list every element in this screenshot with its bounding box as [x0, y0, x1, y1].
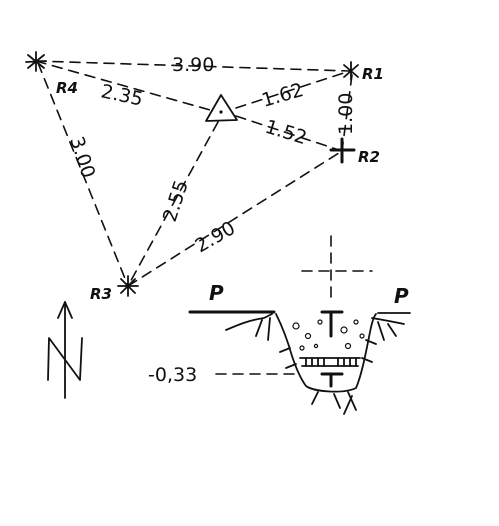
ground-left [225, 313, 273, 341]
pit-side-roots [279, 339, 377, 369]
point-r1: R1 [343, 61, 384, 83]
line-r4-r3 [37, 62, 129, 287]
fill-dot [292, 322, 300, 330]
survey-lines [35, 60, 353, 287]
point-r2-marker [329, 137, 356, 164]
point-r3-marker [117, 275, 139, 297]
point-r2-label: R2 [358, 148, 380, 166]
distance-r1-r2: 1.00 [335, 93, 357, 135]
distance-r4-station: 2.35 [99, 80, 145, 110]
ground-right [371, 317, 405, 341]
north-arrow-icon [47, 301, 83, 399]
point-r4-marker [25, 51, 47, 72]
point-r1-marker [343, 61, 359, 81]
point-r3: R3 [90, 275, 139, 303]
point-r4-label: R4 [56, 79, 78, 97]
post-top-marker [320, 310, 344, 338]
fill-dot [317, 319, 323, 325]
fill-dot [359, 333, 365, 339]
station-triangle [205, 94, 238, 122]
point-r4: R4 [25, 51, 78, 97]
section-label-left: P [209, 281, 224, 305]
post-bottom-marker [320, 372, 344, 388]
line-r4-station [35, 60, 211, 111]
line-station-r1 [235, 70, 351, 109]
pit-bottom-roots [311, 391, 357, 415]
fill-dot [299, 345, 305, 351]
fill-texture [292, 319, 365, 351]
hatch-outline [299, 357, 361, 367]
section-label-right: P [394, 284, 409, 308]
line-station-r2 [235, 115, 343, 152]
fill-dot [313, 343, 319, 349]
hatched-layer [299, 357, 361, 367]
cross-section: P P -0,33 [148, 235, 411, 415]
fill-dot [344, 342, 352, 350]
line-r3-r2 [127, 150, 343, 287]
line-r4-r1 [35, 60, 351, 72]
point-r2: R2 [329, 137, 380, 166]
north-arrow-head [57, 301, 73, 319]
distance-r4-r1: 3.90 [172, 54, 214, 76]
north-letter [47, 337, 83, 381]
fill-dot [340, 326, 348, 334]
distance-labels: 3.90 2.35 1.62 1.00 1.52 3.00 2.55 2.90 [65, 54, 357, 257]
fill-dot [353, 319, 359, 325]
distance-station-r3: 2.55 [159, 178, 193, 225]
point-r1-label: R1 [362, 65, 384, 83]
line-r1-r2 [341, 74, 353, 152]
hatch-strokes [305, 357, 357, 367]
distance-station-r2: 1.52 [263, 116, 310, 149]
depth-label: -0,33 [148, 364, 197, 386]
line-station-r3 [127, 121, 219, 287]
station-triangle-icon [205, 94, 238, 122]
distance-station-r1: 1.62 [259, 79, 306, 112]
distance-r4-r3: 3.00 [65, 134, 99, 181]
point-r3-label: R3 [90, 285, 112, 303]
fill-dot [304, 332, 312, 340]
station-center-dot [219, 110, 223, 114]
pit-outline [275, 313, 377, 393]
distance-r3-r2: 2.90 [192, 217, 240, 257]
